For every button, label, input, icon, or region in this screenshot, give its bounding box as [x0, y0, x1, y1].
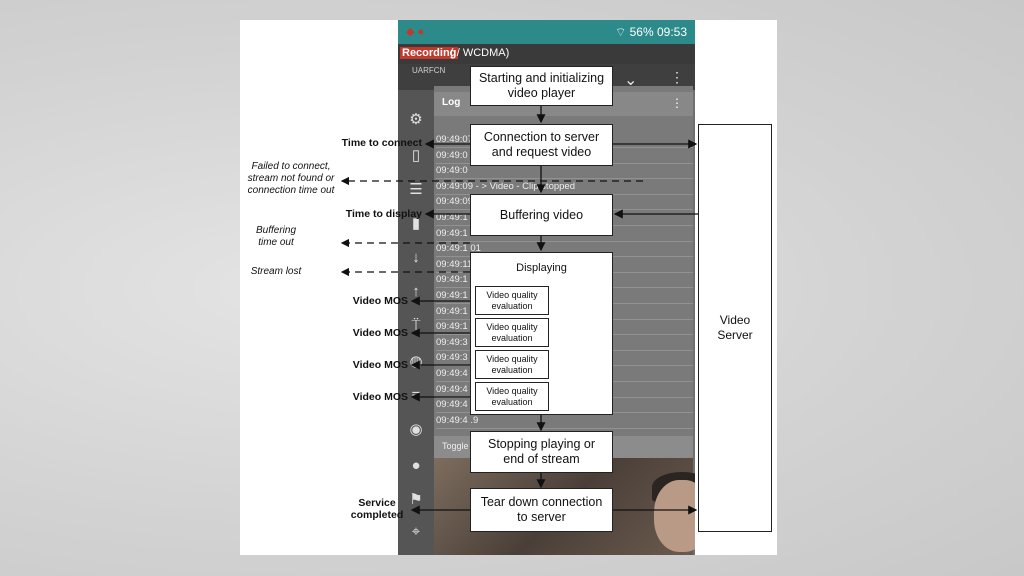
- eval-box-4: Video quality evaluation: [475, 382, 549, 411]
- log-menu-icon[interactable]: ⋮: [671, 96, 683, 110]
- gear-icon[interactable]: ⚙: [409, 111, 423, 128]
- label-time-to-display: Time to display: [345, 208, 422, 220]
- label-video-mos-3: Video MOS: [352, 359, 408, 371]
- box-connect: Connection to server and request video: [470, 124, 613, 166]
- upload-icon[interactable]: ↑: [412, 283, 420, 300]
- label-time-to-connect: Time to connect: [341, 137, 422, 149]
- log-line: 09:49:0: [436, 163, 693, 180]
- status-time: 09:53: [656, 25, 687, 39]
- wifi-icon: ⌔: [614, 25, 627, 39]
- list-icon[interactable]: ☰: [409, 181, 423, 198]
- label-video-mos-1: Video MOS: [352, 295, 408, 307]
- browser-icon[interactable]: ◉: [409, 421, 423, 438]
- flag-icon[interactable]: ⚑: [409, 491, 423, 508]
- displaying-title: Displaying: [516, 262, 567, 274]
- box-teardown: Tear down connection to server: [470, 488, 613, 532]
- box-start: Starting and initializing video player: [470, 66, 613, 106]
- person-face: [654, 480, 695, 552]
- record-indicator-icon: ◆ ●: [406, 26, 425, 38]
- chevron-down-icon[interactable]: ⌄: [624, 72, 638, 89]
- box-buffer: Buffering video: [470, 194, 613, 236]
- eval-box-2: Video quality evaluation: [475, 318, 549, 347]
- log-line: 09:49:1: [436, 226, 693, 242]
- eval-box-1: Video quality evaluation: [475, 286, 549, 315]
- label-service-completed: Service completed: [350, 497, 404, 521]
- recording-bar: Recording ( / WCDMA): [398, 44, 695, 64]
- alert-icon[interactable]: ●: [411, 457, 421, 474]
- box-stop: Stopping playing or end of stream: [470, 431, 613, 473]
- label-buffering-timeout: Buffering time out: [255, 225, 297, 248]
- recording-badge: Recording: [400, 47, 459, 59]
- antenna-icon[interactable]: ⍡: [411, 317, 421, 334]
- overflow-menu-icon[interactable]: ⋮: [670, 69, 684, 85]
- label-failed-connect: Failed to connect, stream not found or c…: [247, 161, 335, 196]
- label-stream-lost: Stream lost: [250, 266, 302, 277]
- battery-level: 56%: [629, 25, 654, 39]
- eval-box-3: Video quality evaluation: [475, 350, 549, 379]
- document-icon[interactable]: ▯: [411, 147, 421, 164]
- network-type: ( / WCDMA): [450, 47, 510, 59]
- label-video-mos-4: Video MOS: [352, 391, 408, 403]
- download-icon[interactable]: ↓: [412, 249, 420, 266]
- location-pin-icon[interactable]: ⌖: [411, 523, 421, 540]
- signal-bars-icon[interactable]: ▮: [411, 215, 421, 232]
- column-label: UARFCN: [412, 66, 446, 75]
- log-title: Log: [442, 97, 461, 108]
- log-line: 09:49:4 .9: [436, 413, 693, 429]
- box-video-server: Video Server: [698, 124, 772, 532]
- status-info: ⌔ 56% 09:53: [615, 25, 687, 40]
- label-video-mos-2: Video MOS: [352, 327, 408, 339]
- status-bar: ◆ ● ⌔ 56% 09:53: [398, 20, 695, 44]
